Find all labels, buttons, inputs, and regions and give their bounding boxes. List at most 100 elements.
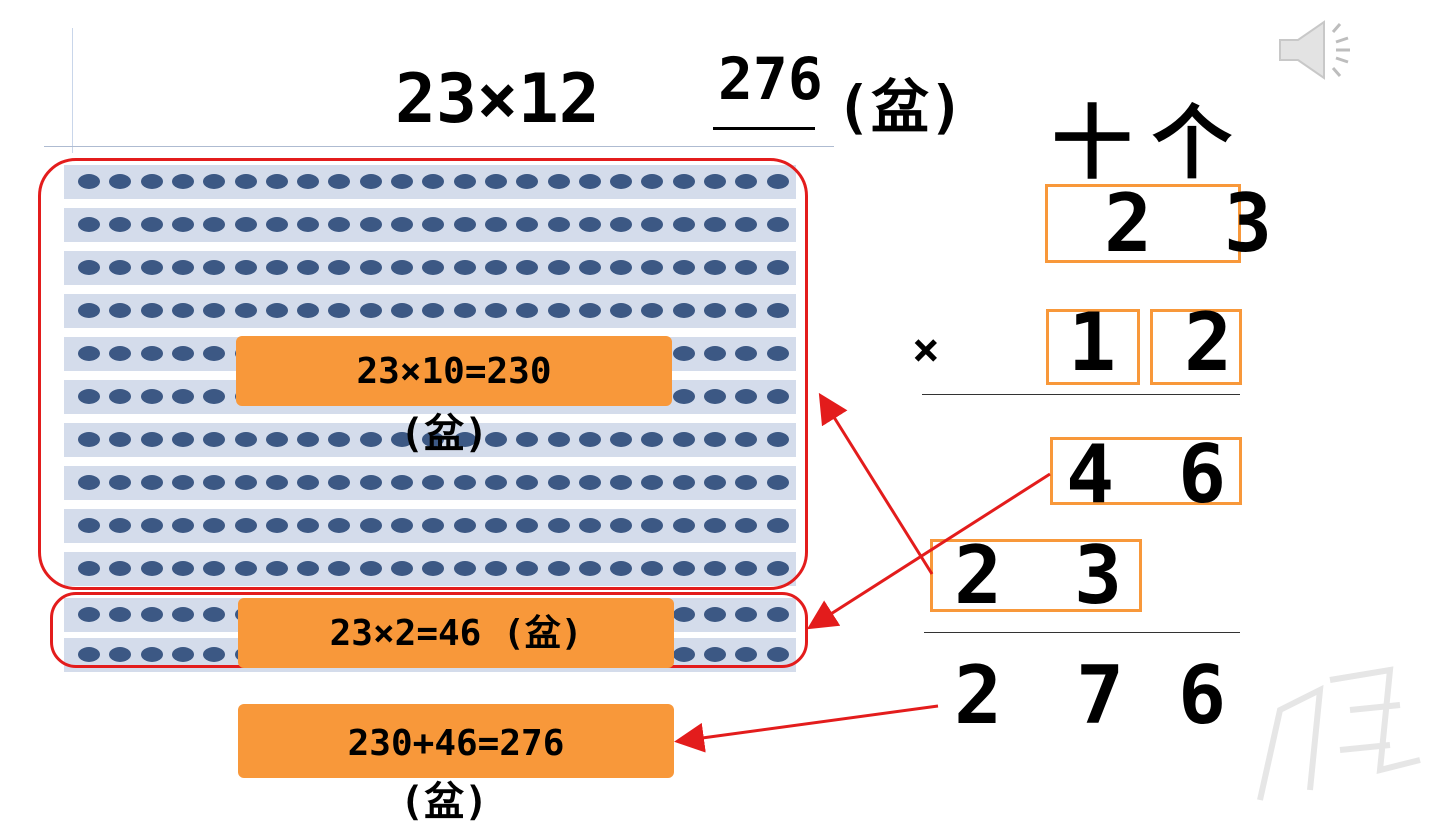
flower-pot-dot xyxy=(78,260,100,275)
frame-vertical-line xyxy=(72,28,73,153)
watermark-decoration xyxy=(1257,666,1421,801)
flower-pot-dot xyxy=(610,174,633,189)
flower-pot-dot xyxy=(171,432,194,447)
flower-pot-dot xyxy=(422,432,445,447)
flower-pot-dot xyxy=(140,475,163,490)
flower-pot-dot xyxy=(78,647,100,662)
flower-pot-dot xyxy=(672,647,695,662)
flower-pot-dot xyxy=(735,174,758,189)
flower-pot-dot xyxy=(641,217,664,232)
flower-pot-dot xyxy=(265,260,288,275)
flower-pot-dot xyxy=(641,518,664,533)
flower-pot-dot xyxy=(265,303,288,318)
flower-pot-dot xyxy=(78,475,100,490)
flower-pot-dot xyxy=(704,346,726,361)
flower-pot-dot xyxy=(328,475,351,490)
flower-pot-dot xyxy=(78,432,100,447)
answer-unit: (盆) xyxy=(836,73,964,141)
flower-pot-dot xyxy=(140,346,163,361)
flower-pot-dot xyxy=(359,432,382,447)
speaker-icon[interactable] xyxy=(1278,18,1370,82)
flower-pot-dot xyxy=(547,475,570,490)
flower-pot-dot xyxy=(672,518,695,533)
flower-pot-dot xyxy=(297,174,320,189)
flower-pot-dot xyxy=(484,432,507,447)
flower-pot-dot xyxy=(516,260,539,275)
flower-pot-dot xyxy=(422,217,445,232)
flower-pot-dot xyxy=(547,518,570,533)
flower-pot-dot xyxy=(203,260,226,275)
flower-pot-dot xyxy=(453,174,476,189)
row1-tens: 2 xyxy=(1104,177,1153,270)
flower-pot-dot xyxy=(359,260,382,275)
flower-pot-dot xyxy=(391,303,413,318)
flower-pot-dot xyxy=(297,217,320,232)
flower-pot-dot xyxy=(735,561,758,576)
arrow-to-sum xyxy=(674,704,939,753)
result-hundreds: 2 xyxy=(954,649,1003,742)
flower-pot-dot xyxy=(704,607,726,622)
partial2-box xyxy=(930,539,1142,612)
flower-pot-dot xyxy=(735,475,758,490)
flower-pot-dot xyxy=(265,174,288,189)
flower-pot-dot xyxy=(610,432,633,447)
flower-pot-dot xyxy=(484,518,507,533)
flower-pot-dot xyxy=(78,303,100,318)
flower-pot-dot xyxy=(265,217,288,232)
flower-pot-dot xyxy=(109,647,132,662)
flower-pot-dot xyxy=(109,346,132,361)
row1-box xyxy=(1045,184,1241,263)
flower-pot-dot xyxy=(328,303,351,318)
flower-pot-dot xyxy=(578,432,601,447)
flower-pot-dot xyxy=(578,561,601,576)
flower-pot-dot xyxy=(484,561,507,576)
flower-pot-dot xyxy=(672,607,695,622)
flower-pot-dot xyxy=(171,174,194,189)
flower-pot-dot xyxy=(328,561,351,576)
flower-pot-dot xyxy=(735,518,758,533)
flower-pot-dot xyxy=(547,303,570,318)
flower-pot-dot xyxy=(735,217,758,232)
flower-pot-dot xyxy=(516,432,539,447)
flower-pot-dot xyxy=(578,518,601,533)
flower-pot-dot xyxy=(297,518,320,533)
flower-pot-dot xyxy=(735,389,758,404)
flower-pot-dot xyxy=(766,260,789,275)
flower-pot-dot xyxy=(578,174,601,189)
flower-pot-dot xyxy=(641,475,664,490)
flower-pot-dot xyxy=(735,647,758,662)
flower-pot-dot xyxy=(78,389,100,404)
flower-pot-dot xyxy=(610,303,633,318)
flower-pot-dot xyxy=(234,561,257,576)
flower-pot-dot xyxy=(484,260,507,275)
flower-pot-dot xyxy=(140,607,163,622)
flower-pot-dot xyxy=(140,260,163,275)
flower-pot-dot xyxy=(547,217,570,232)
flower-pot-dot xyxy=(453,518,476,533)
flower-pot-dot xyxy=(171,389,194,404)
flower-pot-dot xyxy=(265,561,288,576)
flower-pot-dot xyxy=(672,432,695,447)
flower-pot-dot xyxy=(203,303,226,318)
flower-pot-dot xyxy=(766,389,789,404)
flower-pot-dot xyxy=(297,432,320,447)
flower-pot-dot xyxy=(171,647,194,662)
rule-1 xyxy=(922,394,1240,395)
flower-pot-dot xyxy=(171,260,194,275)
top-block-unit: (盆) xyxy=(400,411,489,457)
flower-pot-dot xyxy=(109,303,132,318)
flower-pot-dot xyxy=(704,217,726,232)
frame-horizontal-line xyxy=(44,146,834,147)
flower-pot-dot xyxy=(766,346,789,361)
flower-pot-dot xyxy=(610,217,633,232)
flower-pot-dot xyxy=(359,518,382,533)
flower-pot-dot xyxy=(610,561,633,576)
flower-pot-dot xyxy=(547,561,570,576)
flower-pot-dot xyxy=(516,174,539,189)
flower-pot-dot xyxy=(328,174,351,189)
flower-pot-dot xyxy=(453,217,476,232)
rule-2 xyxy=(924,632,1240,633)
flower-pot-dot xyxy=(78,174,100,189)
flower-pot-dot xyxy=(578,260,601,275)
